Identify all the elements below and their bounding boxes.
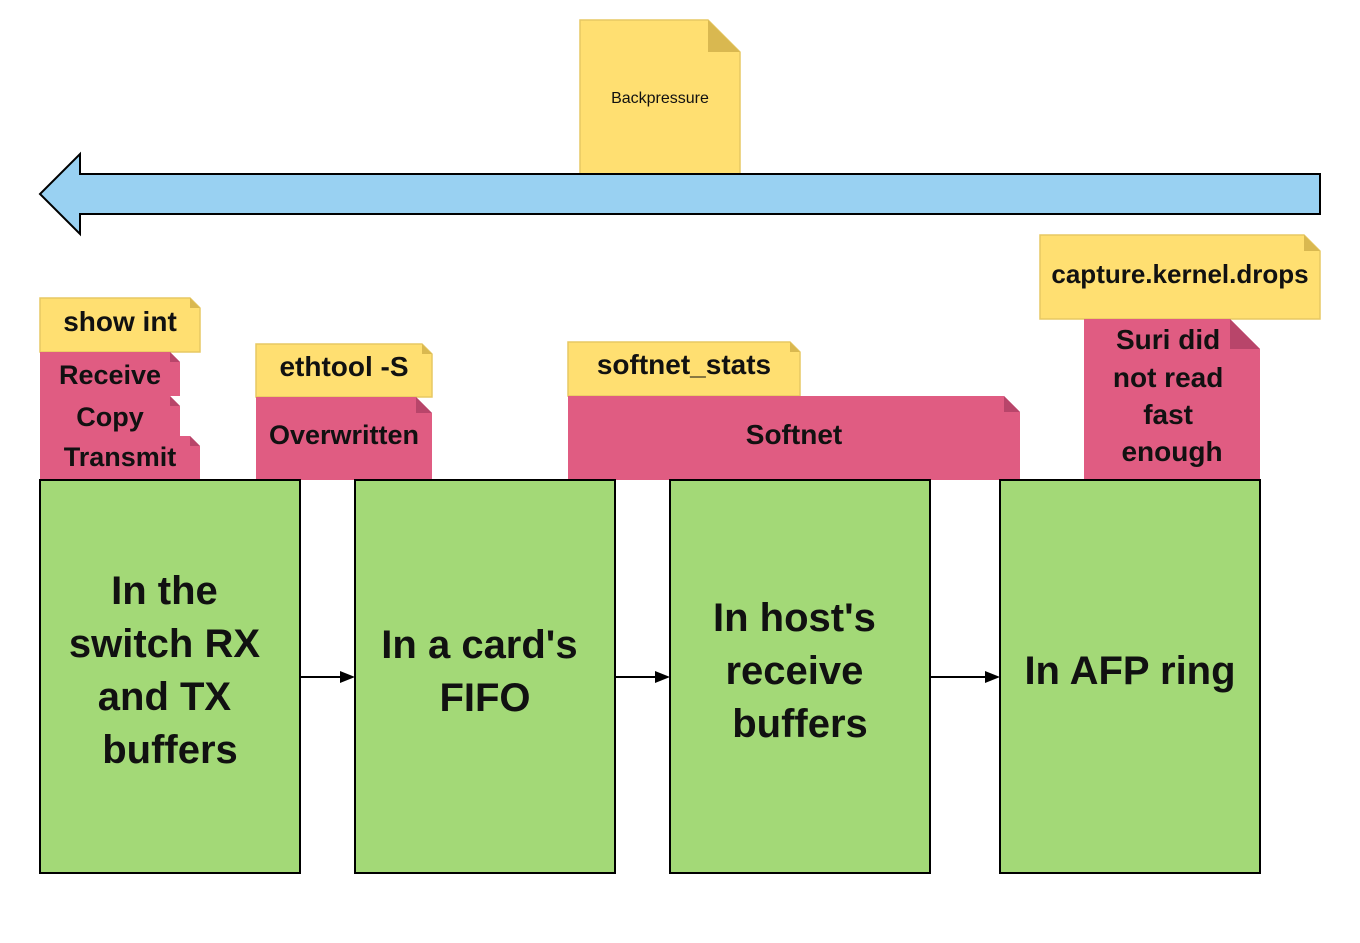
stage-host-label: In host's receive buffers <box>713 596 887 746</box>
ethtool-note: ethtool -S <box>255 343 433 398</box>
overwritten-note: Overwritten <box>256 397 432 480</box>
copy-label: Copy <box>76 402 144 432</box>
stage-card-line-1: In a card's <box>381 623 577 667</box>
stage-card-line-2: FIFO <box>439 676 530 720</box>
overwritten-label: Overwritten <box>269 420 419 450</box>
stage-afp-label: In AFP ring <box>1024 649 1235 693</box>
connector-host-to-afp <box>930 671 1000 683</box>
stage-switch-box: In the switch RX and TX buffers <box>39 479 301 874</box>
stage-host-line-3: buffers <box>732 702 868 746</box>
receive-label: Receive <box>59 360 161 390</box>
stage-host-box: In host's receive buffers <box>669 479 931 874</box>
stage-card-label: In a card's FIFO <box>381 623 588 720</box>
stage-host-line-2: receive <box>725 649 863 693</box>
softnet-stats-note: softnet_stats <box>567 341 801 397</box>
backpressure-arrow <box>38 151 1321 237</box>
stage-afp-line-1: In AFP ring <box>1024 649 1235 693</box>
suri-drops-line-4: enough <box>1121 436 1222 467</box>
suri-drops-line-1: Suri did <box>1116 324 1220 355</box>
suri-drops-line-3: fast <box>1143 399 1193 430</box>
show-int-note: show int <box>39 297 201 353</box>
softnet-note: Softnet <box>568 396 1020 480</box>
softnet-stats-label: softnet_stats <box>597 349 771 380</box>
capture-kernel-drops-note: capture.kernel.drops <box>1039 234 1321 320</box>
backpressure-label: Backpressure <box>611 90 709 107</box>
backpressure-note: Backpressure <box>579 19 741 175</box>
stage-card-box: In a card's FIFO <box>354 479 616 874</box>
suri-drops-label: Suri did not read fast enough <box>1113 324 1231 467</box>
transmit-note: Transmit <box>40 436 200 480</box>
transmit-label: Transmit <box>64 442 177 472</box>
ethtool-label: ethtool -S <box>279 351 408 382</box>
suri-drops-line-2: not read <box>1113 362 1223 393</box>
copy-note: Copy <box>40 396 180 436</box>
suri-drops-note: Suri did not read fast enough <box>1084 319 1260 480</box>
capture-kernel-drops-label: capture.kernel.drops <box>1051 259 1308 289</box>
connector-card-to-host <box>615 671 670 683</box>
receive-note: Receive <box>40 352 180 396</box>
stage-switch-line-1: In the <box>111 569 218 613</box>
stage-switch-line-4: buffers <box>102 728 238 772</box>
show-int-label: show int <box>63 306 177 337</box>
softnet-label: Softnet <box>746 419 842 450</box>
stage-switch-line-3: and TX <box>98 675 232 719</box>
connector-switch-to-card <box>300 671 355 683</box>
stage-switch-line-2: switch RX <box>69 622 260 666</box>
stage-host-line-1: In host's <box>713 596 876 640</box>
stage-switch-label: In the switch RX and TX buffers <box>69 569 271 772</box>
stage-afp-box: In AFP ring <box>999 479 1261 874</box>
